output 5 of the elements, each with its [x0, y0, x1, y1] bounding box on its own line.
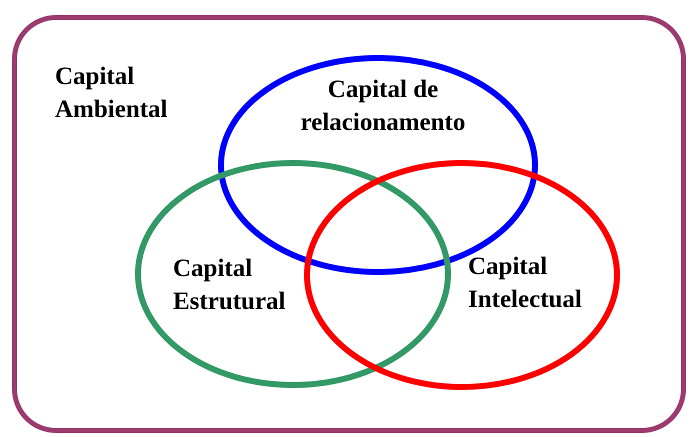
- set-label: Capital Intelectual: [468, 252, 583, 315]
- set-label: Capital de relacionamento: [300, 75, 466, 138]
- frame-label: Capital Ambiental: [55, 62, 168, 125]
- rounded-frame: [12, 15, 686, 433]
- set-label: Capital Estrutural: [173, 254, 286, 317]
